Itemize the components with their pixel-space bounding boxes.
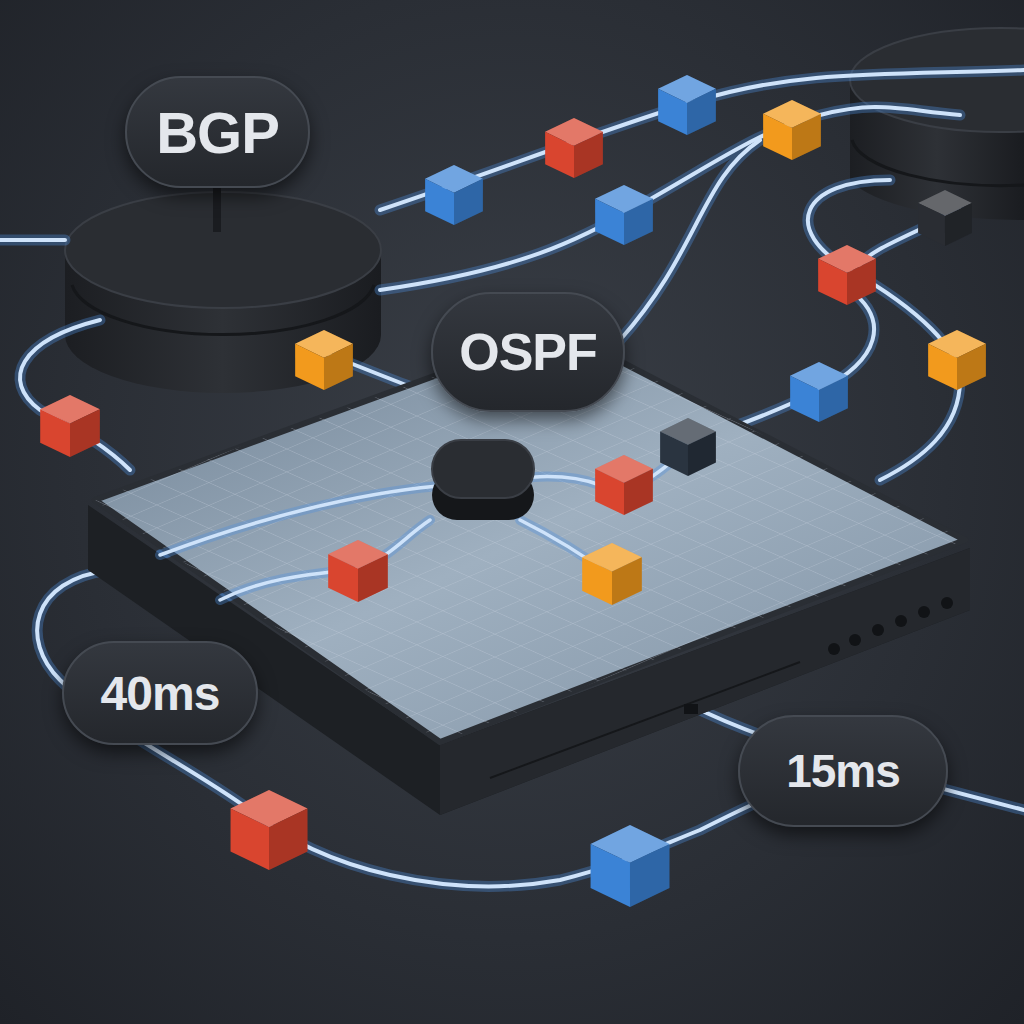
tag-label: 40ms xyxy=(101,666,220,721)
cables xyxy=(0,70,1024,886)
router-cylinder xyxy=(65,185,381,393)
tag-label: OSPF xyxy=(459,322,597,382)
packets xyxy=(40,75,986,907)
tag-label: 15ms xyxy=(786,744,900,798)
tag-pill: 40ms xyxy=(62,641,258,745)
tag-label: BGP xyxy=(156,99,279,166)
router-cylinder xyxy=(850,28,1024,220)
tag-pill: OSPF xyxy=(431,292,625,412)
tag-pill: BGP xyxy=(125,76,310,188)
hub xyxy=(432,440,534,520)
tag-pill: 15ms xyxy=(738,715,948,827)
